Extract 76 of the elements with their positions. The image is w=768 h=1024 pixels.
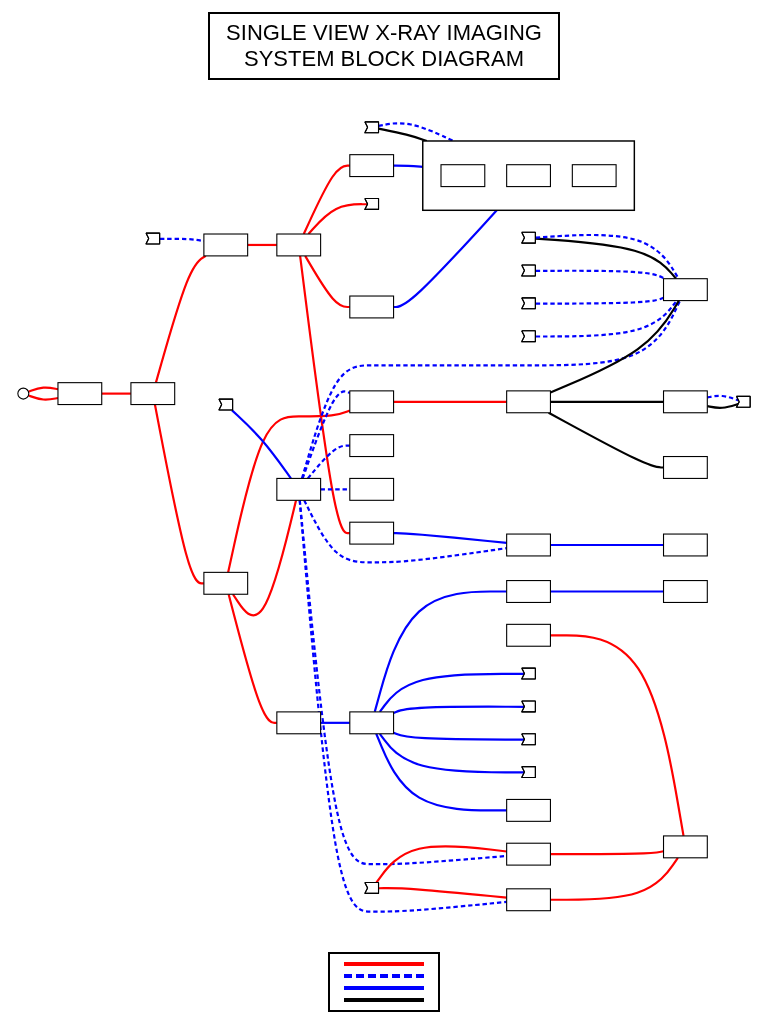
node-box <box>440 164 486 188</box>
connector <box>154 255 207 384</box>
connector <box>550 544 664 547</box>
connector <box>307 444 350 480</box>
node-box <box>276 711 322 735</box>
connector <box>535 297 664 306</box>
connector <box>550 634 685 837</box>
connector <box>299 256 350 535</box>
connector <box>231 409 292 480</box>
connector <box>393 401 507 404</box>
node-box <box>662 533 708 557</box>
diagram-title: SINGLE VIEW X-RAY IMAGING SYSTEM BLOCK DIAGRAM <box>208 12 560 80</box>
node-box <box>506 164 551 188</box>
connector <box>393 164 423 169</box>
node-box <box>349 390 395 414</box>
connector <box>707 395 740 402</box>
connector <box>302 164 350 235</box>
node-box <box>662 456 708 480</box>
connector <box>373 590 507 713</box>
connector <box>378 673 525 713</box>
node-box <box>506 580 551 604</box>
connector <box>535 300 678 338</box>
node-box <box>662 278 708 302</box>
connector <box>393 532 507 545</box>
node-box <box>349 711 395 735</box>
node-box <box>662 580 708 604</box>
connector <box>153 404 204 585</box>
connector <box>550 590 664 593</box>
node-box <box>349 154 395 178</box>
node-box <box>506 390 551 414</box>
node-box <box>506 888 551 912</box>
connector <box>300 300 682 479</box>
node-box <box>571 164 617 188</box>
node-box <box>506 624 551 648</box>
node-box <box>203 233 249 257</box>
connector <box>247 244 277 247</box>
connector <box>375 845 507 884</box>
node-box <box>130 382 176 406</box>
connector <box>232 500 298 617</box>
node-circle <box>17 387 30 400</box>
node-box <box>349 521 395 545</box>
node-box <box>662 835 708 859</box>
connector <box>304 255 350 309</box>
node-box <box>506 799 551 823</box>
node-box <box>276 478 322 502</box>
connector <box>550 857 679 902</box>
node-box <box>57 382 103 406</box>
connector <box>393 731 525 741</box>
connector <box>375 733 507 812</box>
node-box <box>662 390 708 414</box>
connector <box>393 209 498 309</box>
node-box <box>349 478 395 502</box>
connector <box>378 733 525 774</box>
connector <box>227 594 277 725</box>
cluster <box>422 140 636 212</box>
connector <box>378 127 428 143</box>
node-box <box>349 434 395 458</box>
connector <box>535 269 666 280</box>
connector <box>550 401 664 404</box>
connector <box>378 887 507 899</box>
connector <box>393 705 525 715</box>
connector <box>378 122 454 143</box>
node-box <box>203 572 249 596</box>
node-box <box>506 842 551 866</box>
connector <box>707 403 740 410</box>
connector <box>101 392 131 395</box>
connector <box>550 300 680 394</box>
connector <box>303 500 507 564</box>
node-box <box>506 533 551 557</box>
node-box <box>276 233 322 257</box>
connector <box>320 722 350 725</box>
connector <box>320 488 350 491</box>
connector <box>550 850 664 856</box>
connector <box>548 412 664 469</box>
connector <box>307 203 368 235</box>
node-box <box>349 295 395 319</box>
